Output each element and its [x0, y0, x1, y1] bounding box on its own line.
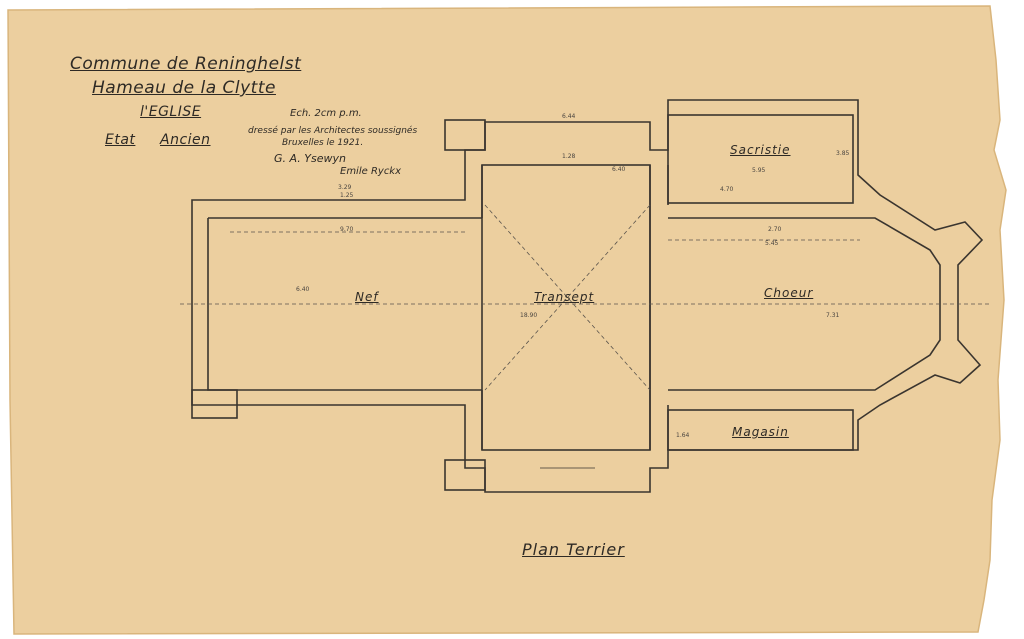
transept-vault-diagonals: [484, 204, 651, 391]
signature: G. A. Ysewyn: [274, 152, 346, 165]
scale-note: Ech. 2cm p.m.: [290, 108, 362, 119]
place-date-note: Bruxelles le 1921.: [282, 138, 364, 148]
nave-outline: [191, 99, 984, 493]
transept-outline: [481, 164, 651, 451]
dim-nave-width: 6.40: [296, 286, 310, 293]
buttress: [444, 119, 486, 151]
plan-caption: Plan Terrier: [522, 540, 625, 559]
dim-door-b: 1.25: [340, 192, 354, 199]
signature: Emile Ryckx: [340, 166, 402, 177]
room-storeroom: Magasin: [732, 425, 789, 439]
sacristy-outline: [667, 114, 854, 204]
dim-sacristy-depth: 3.85: [836, 150, 850, 157]
room-choir: Choeur: [764, 286, 814, 300]
state-label: Etat: [105, 132, 136, 148]
dim-window-b: 1.28: [562, 153, 576, 160]
buttress: [444, 459, 486, 491]
title-commune: Commune de Reninghelst: [70, 54, 302, 74]
title-building: l'EGLISE: [140, 104, 202, 120]
dim-misc-a: 4.70: [720, 186, 734, 193]
dim-misc-c: 7.31: [826, 312, 840, 319]
prepared-by-note: dressé par les Architectes soussignés: [248, 126, 418, 136]
buttress: [191, 389, 238, 419]
state-value: Ancien: [160, 132, 211, 148]
dim-choir-length: 5.45: [765, 240, 779, 247]
dim-door-a: 3.29: [338, 184, 352, 191]
dim-axis-total: 18.90: [520, 312, 538, 319]
room-sacristy: Sacristie: [730, 143, 791, 157]
dim-nave-length: 9.70: [340, 226, 354, 233]
storeroom-outline: [667, 409, 854, 451]
dim-sacristy-width: 5.95: [752, 167, 766, 174]
room-transept: Transept: [534, 290, 595, 304]
dim-transept-width: 6.40: [612, 166, 626, 173]
dim-misc-d: 1.64: [676, 432, 690, 439]
dim-window-a: 6.44: [562, 113, 576, 120]
dim-misc-b: 2.70: [768, 226, 782, 233]
room-nave: Nef: [355, 290, 379, 304]
paper-background: [7, 5, 1007, 635]
title-hamlet: Hameau de la Clytte: [92, 78, 276, 98]
